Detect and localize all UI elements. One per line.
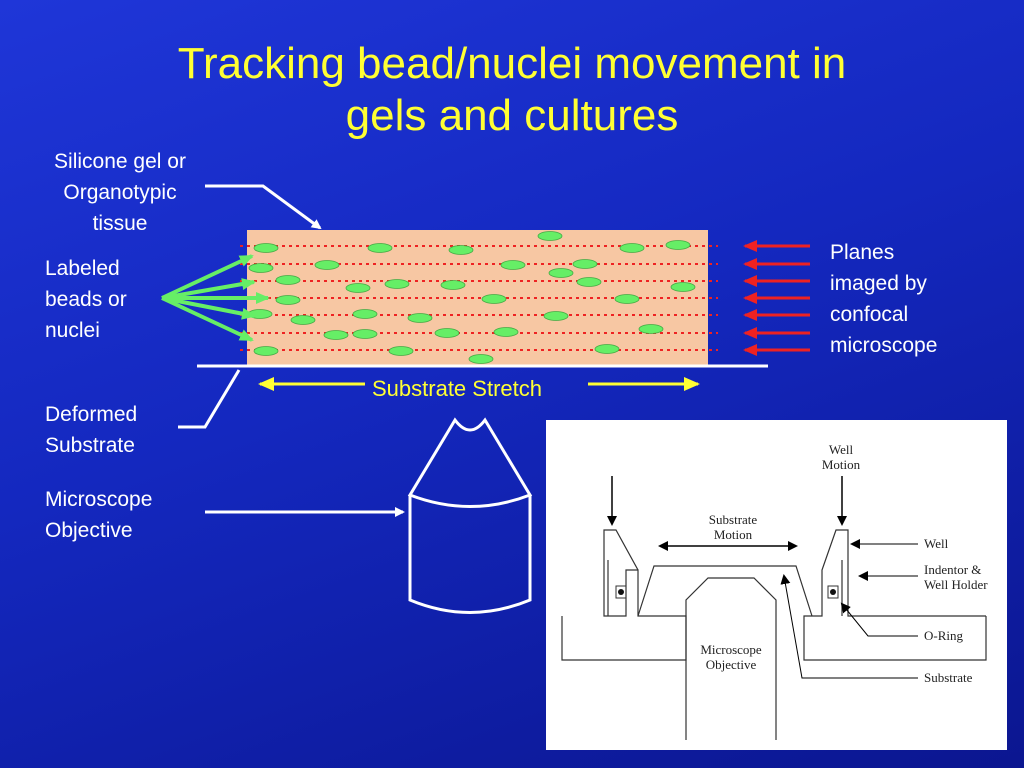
bead-arrow bbox=[161, 296, 256, 320]
bead bbox=[493, 327, 519, 337]
bead-arrows bbox=[161, 254, 270, 342]
schematic-drawing bbox=[561, 476, 987, 740]
bead bbox=[614, 294, 640, 304]
schematic-objective bbox=[685, 577, 777, 740]
bead-arrow bbox=[161, 254, 254, 300]
left-holder bbox=[561, 529, 687, 661]
planes-label-line-3: confocal bbox=[830, 303, 909, 326]
schematic-panel: Well Motion Substrate Motion Microscope … bbox=[546, 420, 1007, 750]
silicone-gel-label: Silicone gel or Organotypic tissue bbox=[30, 146, 210, 239]
silicone-label-line-2: Organotypic bbox=[63, 181, 177, 204]
well-motion-label: Well Motion bbox=[816, 442, 866, 472]
left-oring-box bbox=[615, 585, 627, 599]
bead bbox=[481, 294, 507, 304]
schematic-objective-line-1: Microscope bbox=[700, 642, 762, 657]
bead bbox=[500, 260, 526, 270]
microscope-objective-label: Microscope Objective bbox=[45, 484, 152, 546]
title-line-1: Tracking bead/nuclei movement in bbox=[177, 39, 847, 88]
bead bbox=[253, 346, 279, 356]
right-oring-box bbox=[827, 585, 839, 599]
objective-tip bbox=[407, 417, 533, 508]
bead bbox=[384, 279, 410, 289]
bead bbox=[345, 283, 371, 293]
bead bbox=[407, 313, 433, 323]
objective-body bbox=[408, 495, 532, 614]
bead bbox=[434, 328, 460, 338]
planes-label-line-1: Planes bbox=[830, 241, 895, 264]
bead bbox=[352, 309, 378, 319]
oring-callout: O-Ring bbox=[924, 628, 963, 643]
oring-callout-line bbox=[840, 602, 918, 637]
bead bbox=[314, 260, 340, 270]
beads bbox=[247, 231, 696, 364]
title-line-2: gels and cultures bbox=[345, 91, 679, 140]
bead bbox=[388, 346, 414, 356]
well-motion-line-2: Motion bbox=[821, 457, 861, 472]
substrate-stretch-label: Substrate Stretch bbox=[372, 376, 542, 401]
bead bbox=[572, 259, 598, 269]
bead bbox=[543, 311, 569, 321]
schematic-objective-line-2: Objective bbox=[705, 657, 757, 672]
bead bbox=[576, 277, 602, 287]
deformed-label-line-1: Deformed bbox=[45, 403, 138, 426]
substrate-membrane bbox=[637, 565, 813, 617]
bead bbox=[548, 268, 574, 278]
indentor-callout: Indentor & Well Holder bbox=[924, 562, 988, 592]
slide-title: Tracking bead/nuclei movement in gels an… bbox=[0, 38, 1024, 142]
bead bbox=[323, 330, 349, 340]
bead bbox=[352, 329, 378, 339]
substrate-callout-line bbox=[780, 574, 918, 679]
bead bbox=[253, 243, 279, 253]
bead-arrow bbox=[161, 278, 256, 300]
beads-label-line-1: Labeled bbox=[45, 257, 120, 280]
bead bbox=[248, 263, 274, 273]
substrate-motion-line-2: Motion bbox=[713, 527, 753, 542]
bead bbox=[440, 280, 466, 290]
bead bbox=[619, 243, 645, 253]
silicone-label-line-3: tissue bbox=[92, 212, 148, 235]
schematic-objective-label: Microscope Objective bbox=[686, 642, 776, 672]
bead bbox=[594, 344, 620, 354]
silicone-leader bbox=[205, 184, 322, 230]
objective-label-line-1: Microscope bbox=[45, 488, 153, 511]
right-holder bbox=[803, 529, 987, 661]
bead bbox=[468, 354, 494, 364]
deformed-leader bbox=[178, 369, 241, 429]
bead bbox=[670, 282, 696, 292]
silicone-label-line-1: Silicone gel or bbox=[54, 150, 186, 173]
bead bbox=[665, 240, 691, 250]
well-callout: Well bbox=[924, 536, 949, 551]
right-oring bbox=[830, 589, 836, 595]
bead bbox=[290, 315, 316, 325]
planes-label-line-2: imaged by bbox=[830, 272, 927, 295]
planes-label-line-4: microscope bbox=[830, 334, 938, 357]
labeled-beads-label: Labeled beads or nuclei bbox=[45, 253, 127, 346]
indentor-line-2: Well Holder bbox=[924, 577, 988, 592]
deformed-label-line-2: Substrate bbox=[45, 434, 135, 457]
planes-imaged-label: Planes imaged by confocal microscope bbox=[830, 237, 937, 361]
bead bbox=[537, 231, 563, 241]
substrate-motion-label: Substrate Motion bbox=[698, 512, 768, 542]
bead bbox=[448, 245, 474, 255]
bead-arrow bbox=[161, 296, 254, 342]
left-oring bbox=[618, 589, 624, 595]
substrate-callout: Substrate bbox=[924, 670, 973, 685]
substrate-motion-line-1: Substrate bbox=[708, 512, 758, 527]
bead bbox=[275, 275, 301, 285]
bead bbox=[638, 324, 664, 334]
well-motion-line-1: Well bbox=[828, 442, 854, 457]
plane-arrows bbox=[743, 240, 810, 356]
bead bbox=[275, 295, 301, 305]
indentor-line-1: Indentor & bbox=[924, 562, 982, 577]
beads-label-line-2: beads or bbox=[45, 288, 127, 311]
bead bbox=[367, 243, 393, 253]
beads-label-line-3: nuclei bbox=[45, 319, 100, 342]
objective-label-line-2: Objective bbox=[45, 519, 133, 542]
deformed-substrate-label: Deformed Substrate bbox=[45, 399, 137, 461]
